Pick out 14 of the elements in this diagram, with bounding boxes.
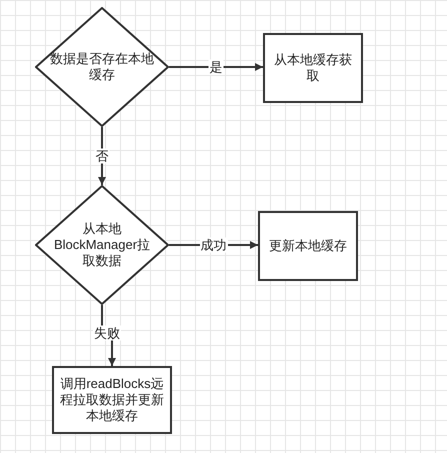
process-box: [258, 211, 358, 281]
process-box: [263, 33, 363, 103]
decision-diamond: [35, 185, 169, 305]
edge-label: 失败: [93, 325, 121, 340]
node-label: 从本地缓存获取: [273, 52, 353, 84]
decision-diamond: [35, 7, 169, 127]
node-label: 从本地BlockManager拉取数据: [52, 221, 152, 269]
node-label: 更新本地缓存: [269, 238, 347, 254]
node-label: 数据是否存在本地缓存: [49, 51, 155, 83]
process-box: [52, 366, 172, 434]
edge-label: 否: [94, 148, 110, 164]
edge-label: 是: [208, 60, 224, 74]
node-label: 调用readBlocks远程拉取数据并更新本地缓存: [59, 376, 165, 424]
edge-label: 成功: [200, 238, 228, 252]
